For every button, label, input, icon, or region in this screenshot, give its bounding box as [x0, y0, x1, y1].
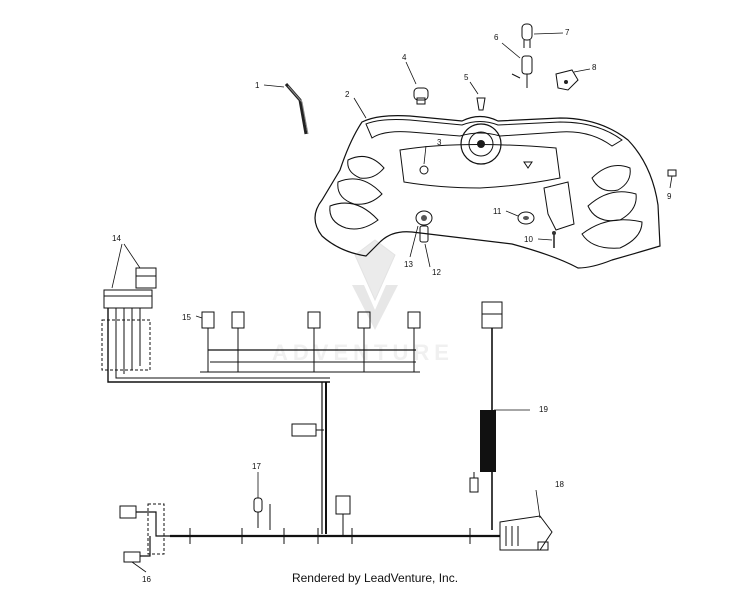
callout-numbers: 1 2 3 4 5 6 7 8 9 10 11 12 13 14 15 16 1… [112, 28, 672, 584]
callout-11: 11 [493, 207, 502, 216]
part-4-knob [413, 87, 429, 105]
callout-19: 19 [539, 405, 548, 414]
leadventure-watermark: ADVENTURE [272, 239, 454, 365]
part-13-socket [415, 210, 433, 226]
part-6-bulb-socket [511, 55, 533, 88]
wiring-harness [101, 267, 553, 563]
callout-9: 9 [667, 192, 672, 201]
callout-1: 1 [255, 81, 260, 90]
callout-10: 10 [524, 235, 533, 244]
callout-13: 13 [404, 260, 413, 269]
callout-8: 8 [592, 63, 597, 72]
callout-7: 7 [565, 28, 570, 37]
part-10-pin [552, 231, 556, 248]
callout-2: 2 [345, 90, 350, 99]
watermark-text: ADVENTURE [272, 340, 454, 365]
callout-4: 4 [402, 53, 407, 62]
footer-credit: Rendered by LeadVenture, Inc. [291, 571, 459, 585]
callout-14: 14 [112, 234, 121, 243]
callout-15: 15 [182, 313, 191, 322]
branch-connectors [201, 311, 421, 372]
part-8-bracket [555, 69, 579, 91]
part-1-antenna [284, 83, 309, 135]
part-12-bulb [419, 225, 429, 243]
leader-lines [111, 32, 673, 573]
part-7-bulb [521, 23, 533, 48]
part-9-screw [667, 169, 677, 177]
callout-6: 6 [494, 33, 499, 42]
part-5-screw [476, 97, 486, 111]
callout-5: 5 [464, 73, 469, 82]
callout-16: 16 [142, 575, 151, 584]
callout-3: 3 [437, 138, 442, 147]
dash-pod-assembly [314, 115, 661, 269]
callout-18: 18 [555, 480, 564, 489]
callout-17: 17 [252, 462, 261, 471]
callout-12: 12 [432, 268, 441, 277]
part-11-grommet [517, 211, 535, 225]
